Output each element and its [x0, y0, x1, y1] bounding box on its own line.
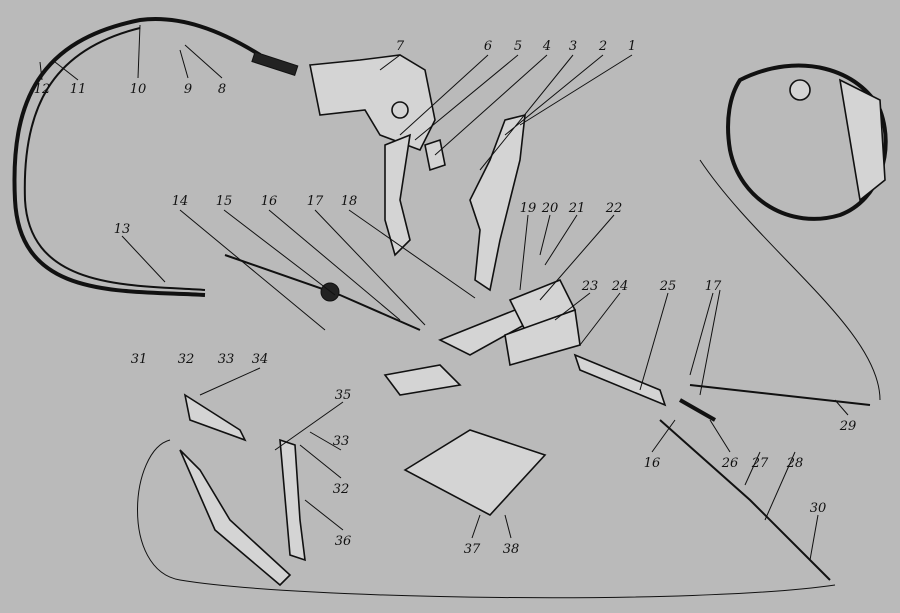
callout-19: 19 — [520, 201, 537, 216]
bracket-7 — [309, 54, 436, 152]
cable-13-inner — [23, 27, 206, 291]
callout-2: 2 — [598, 39, 607, 54]
callout-26: 26 — [721, 456, 739, 471]
spring-26 — [679, 398, 716, 422]
callout-17-right: 17 — [705, 279, 722, 294]
callout-12: 12 — [34, 82, 51, 97]
callout-32-lower: 32 — [333, 482, 350, 497]
callout-30: 30 — [810, 501, 827, 516]
rod-14-17 — [224, 254, 421, 331]
callout-36: 36 — [335, 534, 352, 549]
cover-plate-37 — [403, 429, 547, 516]
callout-15: 15 — [216, 194, 233, 209]
callout-17: 17 — [307, 194, 324, 209]
callout-27: 27 — [751, 456, 769, 471]
callout-8: 8 — [218, 82, 226, 97]
callout-5: 5 — [514, 39, 522, 54]
cable-end-fitting — [251, 51, 299, 77]
callout-13: 13 — [114, 222, 131, 237]
callout-7: 7 — [396, 39, 405, 54]
callout-31: 31 — [131, 352, 148, 367]
cable-13 — [12, 17, 262, 297]
callout-34: 34 — [252, 352, 269, 367]
callout-1: 1 — [628, 39, 636, 54]
callout-22: 22 — [605, 201, 623, 216]
callout-33: 33 — [218, 352, 235, 367]
callout-3: 3 — [569, 39, 577, 54]
callout-4: 4 — [542, 39, 551, 54]
callout-35: 35 — [335, 388, 352, 403]
callout-10: 10 — [130, 82, 147, 97]
brake-lining — [838, 78, 886, 202]
leader-lines — [39, 24, 849, 561]
callout-25: 25 — [659, 279, 677, 294]
callout-11: 11 — [70, 82, 87, 97]
callout-16: 16 — [261, 194, 278, 209]
callout-14: 14 — [172, 194, 189, 209]
lever-36 — [279, 438, 306, 562]
cable-route — [137, 159, 881, 599]
lever-25 — [573, 353, 667, 407]
pedal-lever-2 — [469, 113, 526, 292]
cable-29 — [689, 384, 871, 406]
callout-32: 32 — [178, 352, 195, 367]
bracket-hole — [391, 101, 409, 119]
callout-21: 21 — [568, 201, 586, 216]
callout-28: 28 — [786, 456, 804, 471]
callout-16-right: 16 — [644, 456, 661, 471]
brake-shoe — [726, 63, 888, 221]
hand-lever — [179, 449, 292, 587]
callout-33-lower: 33 — [333, 434, 350, 449]
callout-38: 38 — [503, 542, 520, 557]
guard — [383, 364, 462, 396]
lever-34 — [183, 393, 247, 442]
callout-labels: 1 2 3 4 5 6 7 8 9 10 11 12 13 14 15 16 1… — [34, 39, 857, 557]
callout-6: 6 — [484, 39, 492, 54]
brake-pin — [789, 79, 811, 101]
callout-37: 37 — [464, 542, 481, 557]
callout-24: 24 — [611, 279, 629, 294]
cable-30 — [659, 419, 831, 581]
callout-23: 23 — [581, 279, 599, 294]
callout-9: 9 — [184, 82, 192, 97]
callout-18: 18 — [341, 194, 358, 209]
nut-15 — [320, 282, 340, 302]
callout-29: 29 — [839, 419, 857, 434]
lever-5-6 — [384, 133, 412, 257]
callout-20: 20 — [541, 201, 559, 216]
